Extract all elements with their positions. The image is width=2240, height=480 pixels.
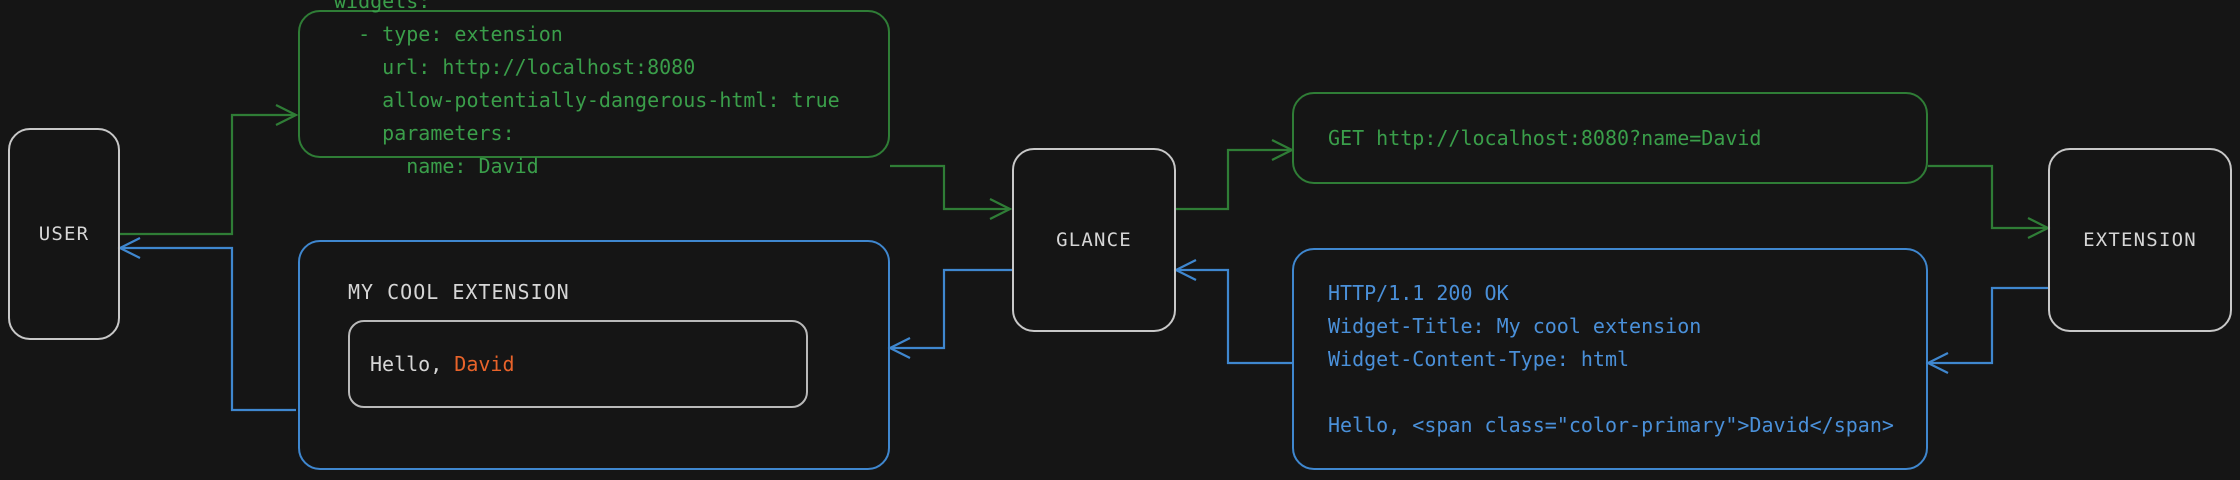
connector-http-response-to-glance <box>1173 259 1292 365</box>
rendered-widget-body-prefix: Hello, <box>370 352 455 376</box>
connector-glance-to-rendered-widget <box>887 268 1012 359</box>
node-extension[interactable]: EXTENSION <box>2048 148 2232 332</box>
connector-config-to-glance <box>890 164 1013 220</box>
connector-user-to-config <box>120 104 299 236</box>
connector-rendered-widget-to-user <box>117 237 296 412</box>
rendered-widget-card: Hello, David <box>348 320 808 408</box>
node-glance-label: GLANCE <box>1056 229 1132 251</box>
connector-glance-to-http-request <box>1176 139 1295 211</box>
node-user[interactable]: USER <box>8 128 120 340</box>
panel-http-response[interactable]: HTTP/1.1 200 OK Widget-Title: My cool ex… <box>1292 248 1928 470</box>
panel-rendered-widget[interactable]: MY COOL EXTENSION Hello, David <box>298 240 890 470</box>
connector-extension-to-http-response <box>1925 286 2048 374</box>
node-extension-label: EXTENSION <box>2083 229 2197 251</box>
node-user-label: USER <box>38 223 90 245</box>
http-response-code: HTTP/1.1 200 OK Widget-Title: My cool ex… <box>1328 280 1894 437</box>
rendered-widget-title: MY COOL EXTENSION <box>348 280 570 304</box>
panel-http-request[interactable]: GET http://localhost:8080?name=David <box>1292 92 1928 184</box>
panel-config-yaml[interactable]: widgets: - type: extension url: http://l… <box>298 0 890 178</box>
connector-http-request-to-extension <box>1928 164 2051 239</box>
config-yaml-code: widgets: - type: extension url: http://l… <box>334 0 840 178</box>
rendered-widget-body-accent: David <box>454 352 515 376</box>
http-request-code: GET http://localhost:8080?name=David <box>1328 125 1762 150</box>
node-glance[interactable]: GLANCE <box>1012 148 1176 332</box>
